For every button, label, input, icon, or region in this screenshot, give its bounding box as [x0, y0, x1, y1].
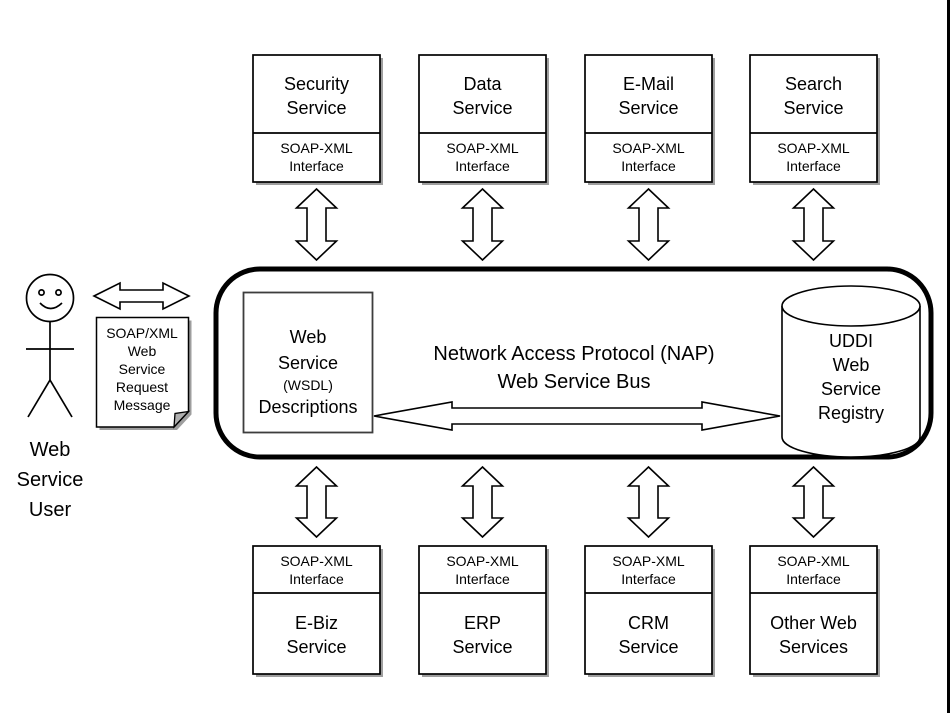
- user-bus-double-arrow: [92, 281, 191, 311]
- security-bus-double-arrow: [294, 187, 339, 262]
- wsdl-line2: Service: [278, 353, 338, 373]
- note-line3: Service: [119, 361, 166, 377]
- interface-line2: Interface: [786, 571, 841, 587]
- other-web-services-box: SOAP-XML Interface Other Web Services: [749, 545, 880, 677]
- nap-web-service-bus: [213, 266, 934, 460]
- wsdl-registry-double-arrow: [373, 401, 781, 431]
- interface-line1: SOAP-XML: [280, 553, 353, 569]
- registry-line4: Registry: [818, 403, 884, 423]
- interface-line1: SOAP-XML: [446, 553, 519, 569]
- stick-figure-left-leg: [27, 379, 51, 418]
- erp-bus-double-arrow: [460, 465, 505, 539]
- interface-line2: Interface: [455, 571, 510, 587]
- box-outline: [252, 545, 381, 675]
- email-bus-double-arrow: [626, 187, 671, 262]
- registry-line3: Service: [821, 379, 881, 399]
- search-bus-double-arrow: [791, 187, 836, 262]
- service-name-line1: ERP: [464, 613, 501, 633]
- otherweb-bus-double-arrow: [791, 465, 836, 539]
- box-outline: [252, 54, 381, 183]
- wsdl-line1: Web: [290, 327, 327, 347]
- service-name-line1: E-Mail: [623, 74, 674, 94]
- service-name-line2: Service: [286, 98, 346, 118]
- service-name-line2: Service: [618, 637, 678, 657]
- interface-line2: Interface: [621, 158, 676, 174]
- service-name-line2: Services: [779, 637, 848, 657]
- interface-line1: SOAP-XML: [777, 140, 850, 156]
- interface-line2: Interface: [786, 158, 841, 174]
- crm-bus-double-arrow: [626, 465, 671, 539]
- note-folded-corner: [173, 410, 191, 429]
- box-outline: [418, 545, 547, 675]
- box-outline: [749, 545, 878, 675]
- service-name-line1: E-Biz: [295, 613, 338, 633]
- note-line2: Web: [128, 343, 157, 359]
- wsdl-line4: Descriptions: [258, 397, 357, 417]
- note-line1: SOAP/XML: [106, 325, 178, 341]
- service-name-line2: Service: [286, 637, 346, 657]
- email-service-box: E-Mail Service SOAP-XML Interface: [584, 54, 715, 185]
- service-name-line1: Security: [284, 74, 349, 94]
- cylinder-top: [781, 285, 921, 327]
- note-line4: Request: [116, 379, 168, 395]
- uddi-registry-cylinder: UDDI Web Service Registry: [781, 285, 921, 458]
- interface-line2: Interface: [289, 158, 344, 174]
- service-name-line1: Data: [463, 74, 502, 94]
- data-bus-double-arrow: [460, 187, 505, 262]
- registry-line1: UDDI: [829, 331, 873, 351]
- erp-service-box: SOAP-XML Interface ERP Service: [418, 545, 549, 677]
- stick-figure-head: [25, 273, 75, 323]
- wsdl-line3: (WSDL): [283, 377, 333, 393]
- interface-line1: SOAP-XML: [777, 553, 850, 569]
- stick-figure-left-eye: [38, 289, 45, 296]
- user-label-line2: Service: [17, 469, 84, 491]
- service-name-line2: Service: [618, 98, 678, 118]
- interface-line2: Interface: [455, 158, 510, 174]
- web-service-user-figure: [25, 273, 75, 418]
- interface-line1: SOAP-XML: [446, 140, 519, 156]
- note-line5: Message: [114, 397, 171, 413]
- cylinder-body: [781, 306, 921, 458]
- interface-line1: SOAP-XML: [612, 553, 685, 569]
- search-service-box: Search Service SOAP-XML Interface: [749, 54, 880, 185]
- registry-line2: Web: [833, 355, 870, 375]
- service-name-line2: Service: [783, 98, 843, 118]
- ebiz-service-box: SOAP-XML Interface E-Biz Service: [252, 545, 383, 677]
- stick-figure-right-eye: [55, 289, 62, 296]
- security-service-box: Security Service SOAP-XML Interface: [252, 54, 383, 185]
- box-outline: [584, 545, 713, 675]
- service-name-line2: Service: [452, 637, 512, 657]
- box-outline: [418, 54, 547, 183]
- service-name-line2: Service: [452, 98, 512, 118]
- request-message-note: SOAP/XML Web Service Request Message: [95, 316, 192, 430]
- service-name-line1: Other Web: [770, 613, 857, 633]
- crm-service-box: SOAP-XML Interface CRM Service: [584, 545, 715, 677]
- web-service-user-label: Web Service User: [17, 439, 84, 521]
- service-name-line1: CRM: [628, 613, 669, 633]
- wsdl-descriptions-box: Web Service (WSDL) Descriptions: [242, 291, 374, 434]
- stick-figure-smile: [39, 302, 63, 310]
- user-label-line1: Web: [30, 439, 71, 461]
- interface-line1: SOAP-XML: [280, 140, 353, 156]
- user-label-line3: User: [29, 499, 72, 521]
- stick-figure-right-leg: [49, 379, 73, 418]
- interface-line2: Interface: [621, 571, 676, 587]
- box-outline: [584, 54, 713, 183]
- box-outline: [749, 54, 878, 183]
- ebiz-bus-double-arrow: [294, 465, 339, 539]
- wsdl-box-outline: [242, 291, 374, 434]
- interface-line2: Interface: [289, 571, 344, 587]
- service-name-line1: Search: [785, 74, 842, 94]
- interface-line1: SOAP-XML: [612, 140, 685, 156]
- bus-title-line2: Web Service Bus: [497, 371, 650, 393]
- data-service-box: Data Service SOAP-XML Interface: [418, 54, 549, 185]
- bus-title-line1: Network Access Protocol (NAP): [433, 343, 714, 365]
